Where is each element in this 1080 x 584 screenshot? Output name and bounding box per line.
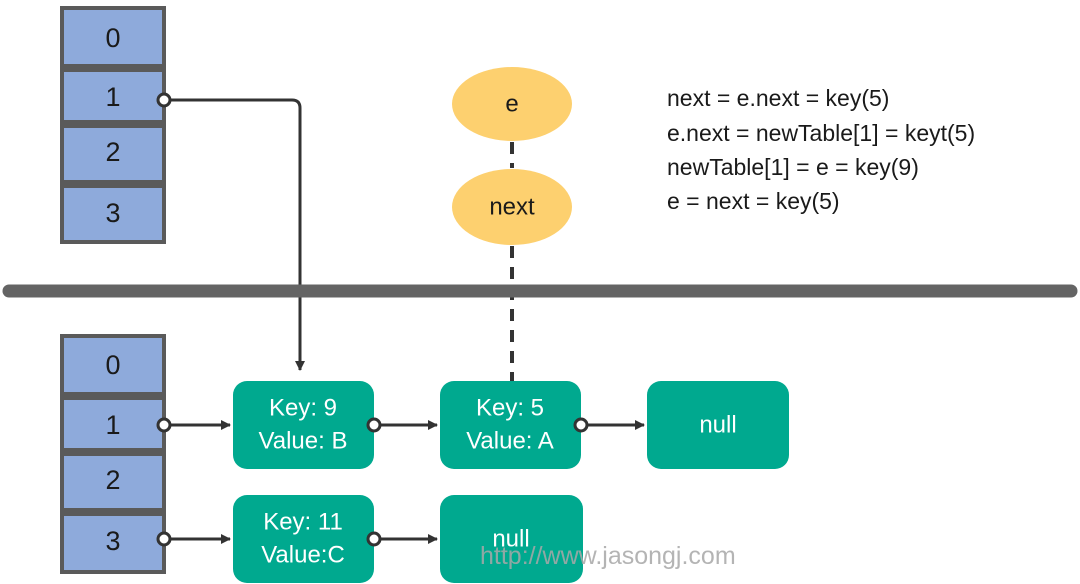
old-table-cell-1: 1	[60, 68, 166, 124]
new-table-cell-1-label: 1	[105, 410, 120, 440]
old-table-cell-1-label: 1	[105, 82, 120, 112]
e-pointer-label: e	[505, 91, 518, 118]
new-table-cell-3: 3	[60, 512, 166, 574]
next-pointer-label: next	[489, 194, 535, 221]
code-line: next = e.next = key(5)	[667, 85, 889, 111]
code-line: newTable[1] = e = key(9)	[667, 154, 919, 180]
node-key5-value: Value: A	[466, 428, 554, 455]
next-pointer: next	[452, 169, 572, 245]
old-slot1-to-key9-arrow	[171, 98, 305, 371]
node-key5-key: Key: 5	[476, 395, 544, 422]
new-slot3-connector-dot	[156, 531, 172, 547]
node-null-row3: null	[440, 495, 583, 583]
old-table-cell-2-label: 2	[105, 137, 120, 167]
node-null-row1: null	[647, 381, 789, 469]
new-table-cell-3-label: 3	[105, 526, 120, 556]
new-table-cell-2: 2	[60, 452, 166, 512]
old-slot1-connector-dot	[156, 92, 172, 108]
new-slot1-connector-dot	[156, 417, 172, 433]
old-table-cell-3-label: 3	[105, 198, 120, 228]
new-table-cell-0-label: 0	[105, 350, 120, 380]
e-pointer: e	[452, 67, 572, 141]
old-table-cell-3: 3	[60, 184, 166, 244]
node-null-row1-label: null	[699, 412, 736, 439]
node-null-row3-label: null	[492, 526, 529, 553]
old-table-cell-0-label: 0	[105, 23, 120, 53]
node-key11: Key: 11 Value:C	[233, 495, 374, 583]
new-table: 0 1 2 3	[60, 334, 166, 574]
node-key11-key: Key: 11	[263, 509, 343, 536]
watermark: http://www.jasongj.com	[480, 542, 736, 570]
new-table-cell-0: 0	[60, 334, 166, 396]
new-table-cell-2-label: 2	[105, 465, 120, 495]
key9-next-dot	[366, 417, 382, 433]
new-table-cell-1: 1	[60, 396, 166, 452]
old-table-cell-0: 0	[60, 6, 166, 68]
node-key5: Key: 5 Value: A	[440, 381, 581, 469]
code-line: e = next = key(5)	[667, 188, 840, 214]
node-key11-value: Value:C	[261, 542, 345, 569]
node-key9-key: Key: 9	[269, 395, 337, 422]
old-table: 0 1 2 3	[60, 6, 166, 244]
code-line: e.next = newTable[1] = keyt(5)	[667, 120, 975, 146]
old-table-cell-2: 2	[60, 124, 166, 184]
code-annotation: next = e.next = key(5) e.next = newTable…	[667, 85, 975, 214]
node-key9-value: Value: B	[259, 428, 348, 455]
node-key9: Key: 9 Value: B	[233, 381, 374, 469]
key5-next-dot	[573, 417, 589, 433]
key11-next-dot	[366, 531, 382, 547]
